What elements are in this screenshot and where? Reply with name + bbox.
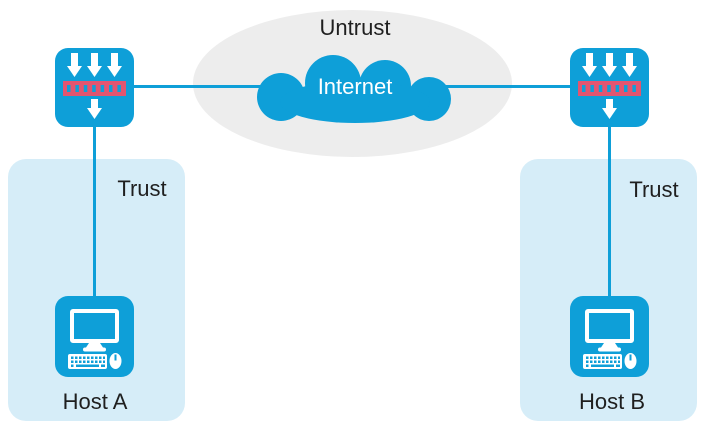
down-arrows-icon: [582, 53, 637, 77]
internet-label: Internet: [317, 74, 393, 99]
firewall-b-icon: [570, 48, 649, 127]
mouse-icon: [624, 353, 637, 369]
link-firewall-a-host-a: [93, 120, 96, 305]
trust-zone-b-label: Trust: [629, 177, 679, 202]
down-arrow-icon: [602, 99, 617, 119]
host-a-label: Host A: [62, 389, 128, 414]
link-firewall-b-host-b: [608, 120, 611, 305]
internet-cloud-icon: [257, 55, 451, 123]
host-a-icon: [55, 296, 134, 377]
down-arrows-icon: [67, 53, 122, 77]
monitor-icon: [70, 309, 119, 343]
down-arrow-icon: [87, 99, 102, 119]
host-b-icon: [570, 296, 649, 377]
firewall-a-icon: [55, 48, 134, 127]
host-b-label: Host B: [578, 389, 646, 414]
mouse-icon: [109, 353, 122, 369]
trust-zone-a-label: Trust: [117, 176, 167, 201]
untrust-zone-label: Untrust: [319, 15, 391, 40]
monitor-icon: [585, 309, 634, 343]
link-internet-firewall-b: [422, 85, 570, 88]
link-firewall-a-internet: [133, 85, 283, 88]
trust-zone-a: [8, 159, 185, 421]
